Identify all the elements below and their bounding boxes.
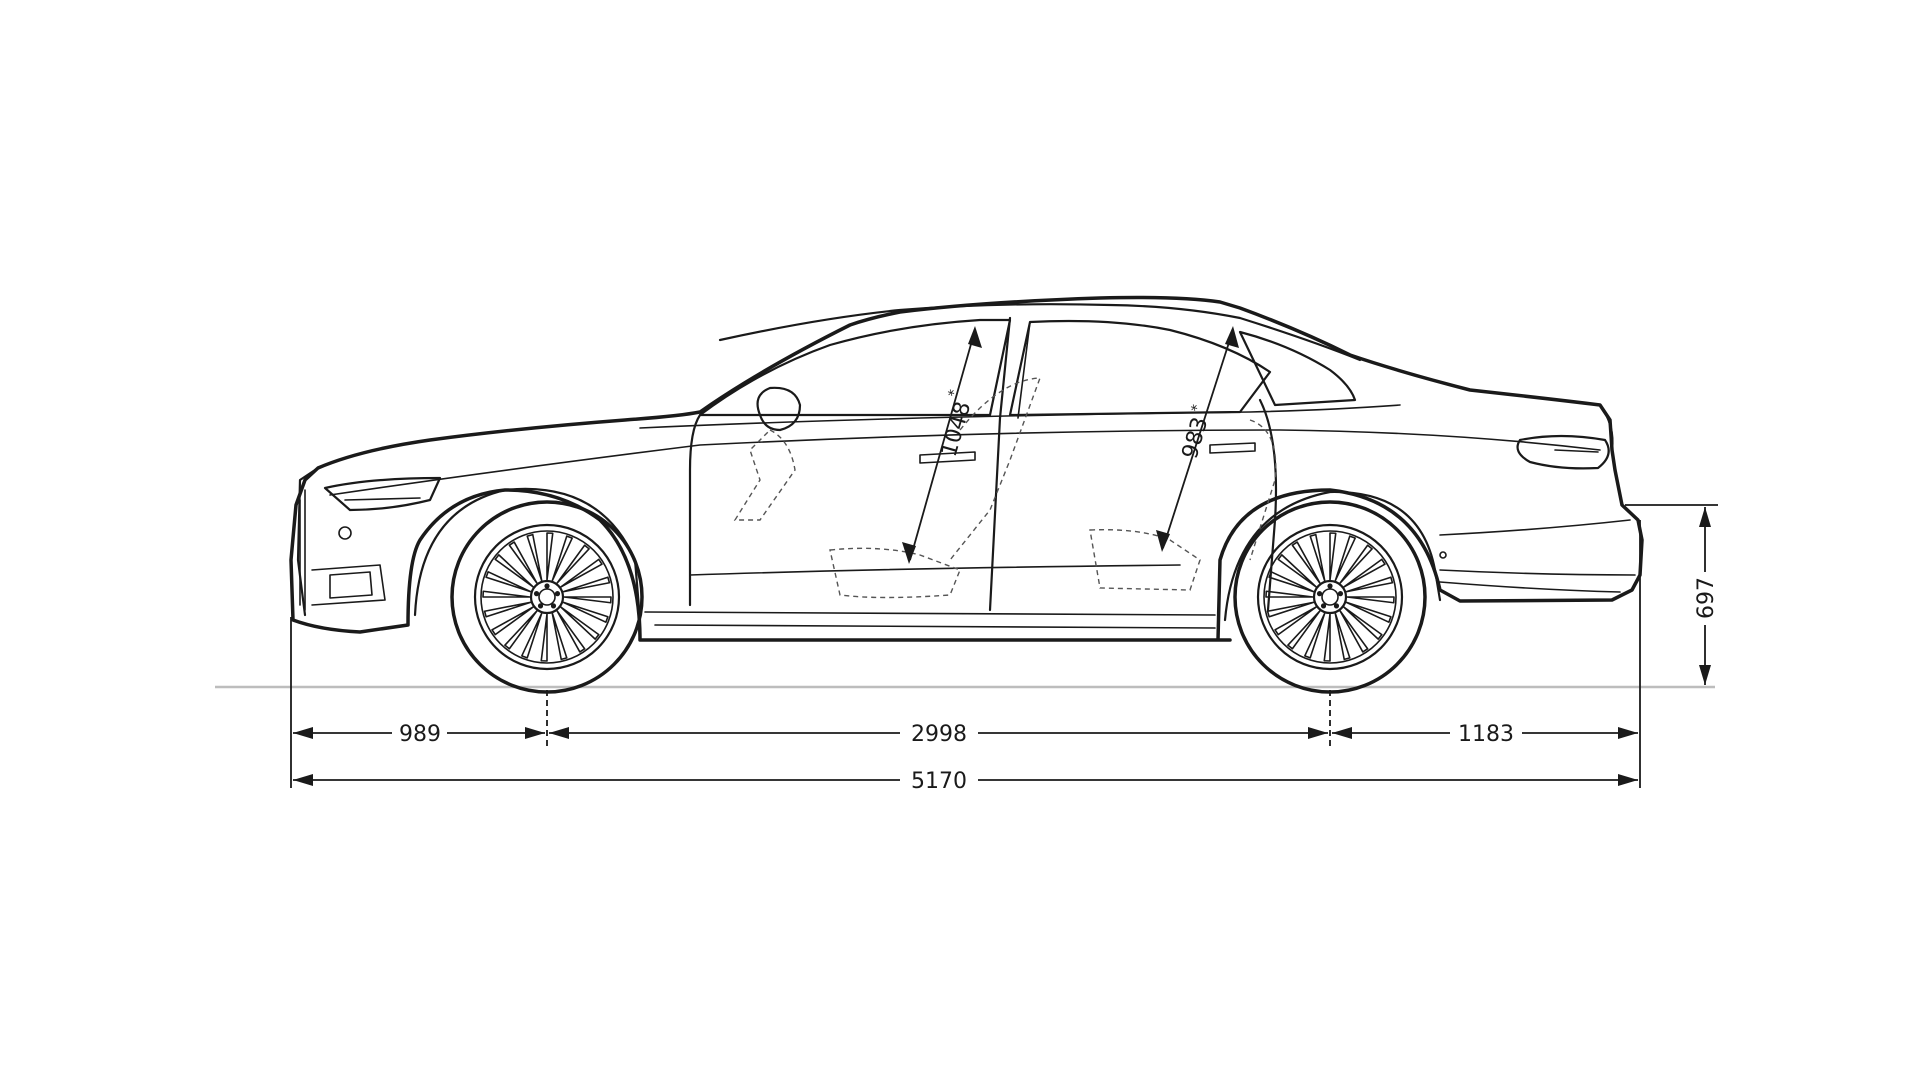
front-wheel: [450, 500, 644, 694]
rim-spoke: [485, 571, 532, 593]
rim-spoke: [1304, 612, 1326, 659]
front-wheel-spokes: [482, 532, 612, 662]
rear-wheel: [1233, 500, 1427, 694]
front-headroom-label: 1048: [937, 399, 976, 460]
rim-spoke: [1334, 612, 1351, 661]
wheelbase-dimension: 2998: [549, 722, 1328, 747]
rim-spoke: [521, 612, 543, 659]
rear-headroom-dimension: 983 *: [1156, 326, 1239, 552]
lug-nut: [550, 603, 557, 609]
rim-spoke: [1309, 533, 1326, 582]
lug-nut: [533, 591, 540, 597]
rim-spoke: [551, 535, 573, 582]
rim-spoke: [1339, 544, 1373, 585]
rim-spoke: [1345, 576, 1394, 593]
rim-spoke: [556, 544, 590, 585]
rim-spoke: [508, 541, 538, 585]
lug-nut: [544, 583, 550, 589]
rim-spoke: [551, 612, 568, 661]
rim-spoke: [1323, 613, 1331, 662]
rim-spoke: [526, 533, 543, 582]
rim-spoke: [494, 554, 535, 588]
lug-nut: [1320, 603, 1327, 609]
rim-spoke: [504, 609, 538, 650]
rim-spoke: [483, 601, 532, 618]
lug-nut: [1333, 603, 1340, 609]
rim-spoke: [1268, 571, 1315, 593]
front-headroom-dimension: 1048 *: [902, 326, 982, 564]
rear-headroom-label: 983: [1178, 414, 1214, 461]
rim-spoke: [1342, 606, 1383, 640]
rim-spoke: [1329, 532, 1337, 581]
rim-spoke: [491, 606, 535, 636]
front-overhang-dimension: 989: [293, 722, 545, 747]
front-headroom-footnote: *: [945, 388, 962, 399]
rim-spoke: [559, 606, 600, 640]
rim-spoke: [559, 558, 603, 588]
rear-headroom-footnote: *: [1188, 403, 1205, 414]
rim-spoke: [563, 596, 612, 604]
rim-spoke: [1274, 606, 1318, 636]
trunk-lip-height-dimension: 697: [1694, 507, 1719, 685]
rear-wheel-spokes: [1265, 532, 1395, 662]
rim-spoke: [546, 532, 554, 581]
lug-nut: [1327, 583, 1333, 589]
car-silhouette: [289, 295, 1644, 642]
rim-spoke: [1342, 558, 1386, 588]
rim-spoke: [1277, 554, 1318, 588]
rim-spoke: [1339, 609, 1369, 653]
rim-spoke: [562, 576, 611, 593]
rim-spoke: [1287, 609, 1321, 650]
rear-overhang-dimension: 1183: [1332, 722, 1638, 747]
rim-spoke: [562, 601, 609, 623]
overall-length-label: 5170: [911, 769, 967, 794]
rim-spoke: [1346, 596, 1395, 604]
rim-spoke: [1266, 601, 1315, 618]
rim-spoke: [1334, 535, 1356, 582]
rim-spoke: [556, 609, 586, 653]
lug-nut: [1316, 591, 1323, 597]
rim-spoke: [1345, 601, 1392, 623]
trunk-lip-height-label: 697: [1694, 577, 1719, 619]
rear-overhang-label: 1183: [1458, 722, 1514, 747]
overall-length-dimension: 5170: [293, 769, 1638, 794]
rim-spoke: [482, 590, 531, 598]
lug-nut: [537, 603, 544, 609]
lug-nut: [554, 591, 561, 597]
rim-spoke: [540, 613, 548, 662]
rim-spoke: [1291, 541, 1321, 585]
extension-lines: [290, 504, 1718, 788]
lug-nut: [1337, 591, 1344, 597]
rim-spoke: [1265, 590, 1314, 598]
front-overhang-label: 989: [399, 722, 441, 747]
wheelbase-label: 2998: [911, 722, 967, 747]
